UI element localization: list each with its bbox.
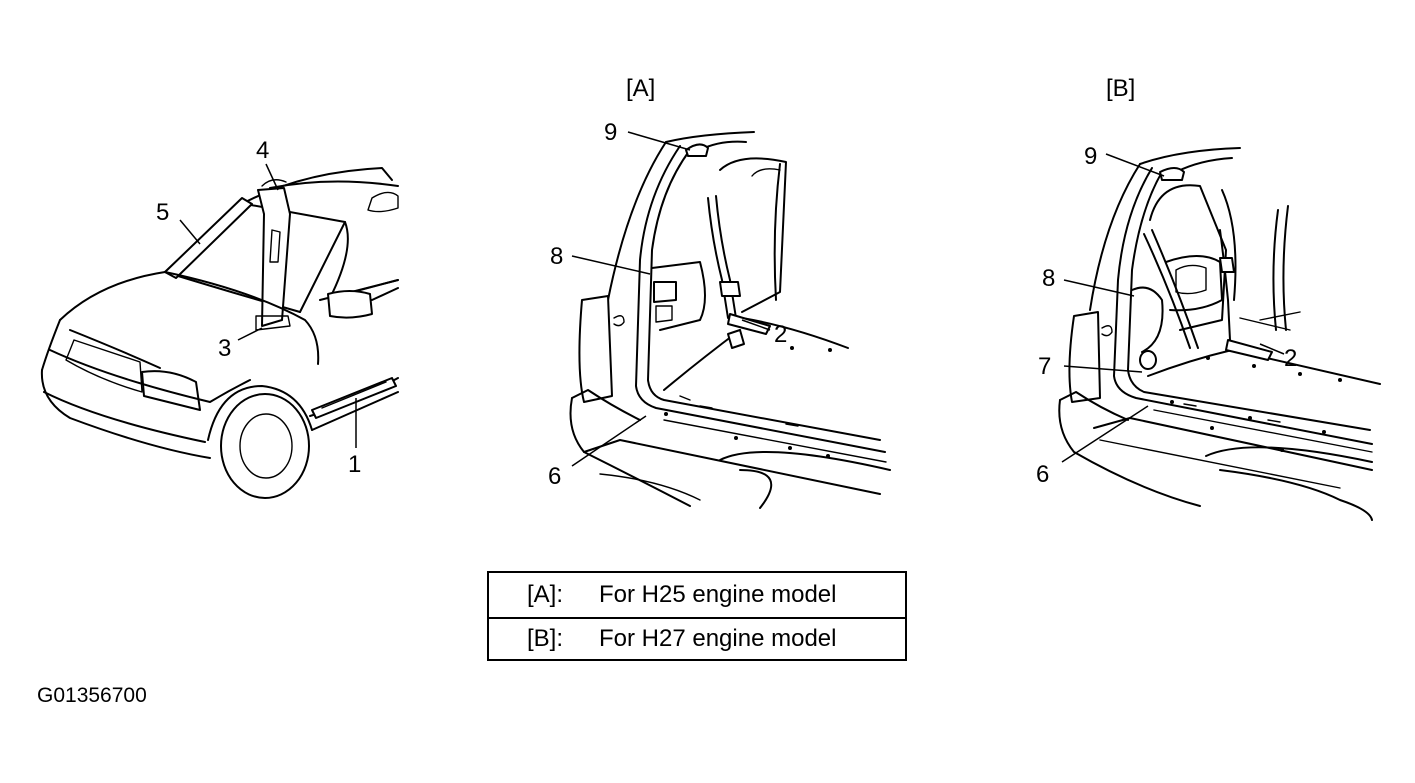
- legend-description: For H27 engine model: [599, 625, 837, 652]
- callout-9: 9: [604, 119, 617, 146]
- callout-6: 6: [1036, 461, 1049, 488]
- legend-row: [B]: For H27 engine model: [489, 617, 905, 661]
- callout-3: 3: [218, 335, 231, 362]
- callout-6: 6: [548, 463, 561, 490]
- legend-key: [B]:: [527, 625, 564, 652]
- view-b-label-text: [B]: [1106, 75, 1135, 102]
- callout-9: 9: [1084, 143, 1097, 170]
- callout-5: 5: [156, 199, 169, 226]
- view-a-label: [A]: [626, 75, 655, 102]
- callout-2: 2: [774, 321, 787, 348]
- callout-4: 4: [256, 137, 269, 164]
- callout-8: 8: [1042, 265, 1055, 292]
- legend-row: [A]: For H25 engine model: [489, 573, 905, 619]
- legend-table: [A]: For H25 engine model [B]: For H27 e…: [487, 571, 907, 661]
- legend-key: [A]:: [527, 581, 564, 608]
- callout-8: 8: [550, 243, 563, 270]
- view-a: [A]: [548, 75, 891, 509]
- callout-2: 2: [1284, 345, 1297, 372]
- legend-description: For H25 engine model: [599, 581, 837, 608]
- front-view: 1 3 4 5: [40, 137, 399, 499]
- view-b: [A] [B]: [1036, 75, 1381, 521]
- callout-7: 7: [1038, 353, 1051, 380]
- figure-id: G01356700: [37, 684, 147, 707]
- callout-1: 1: [348, 451, 361, 478]
